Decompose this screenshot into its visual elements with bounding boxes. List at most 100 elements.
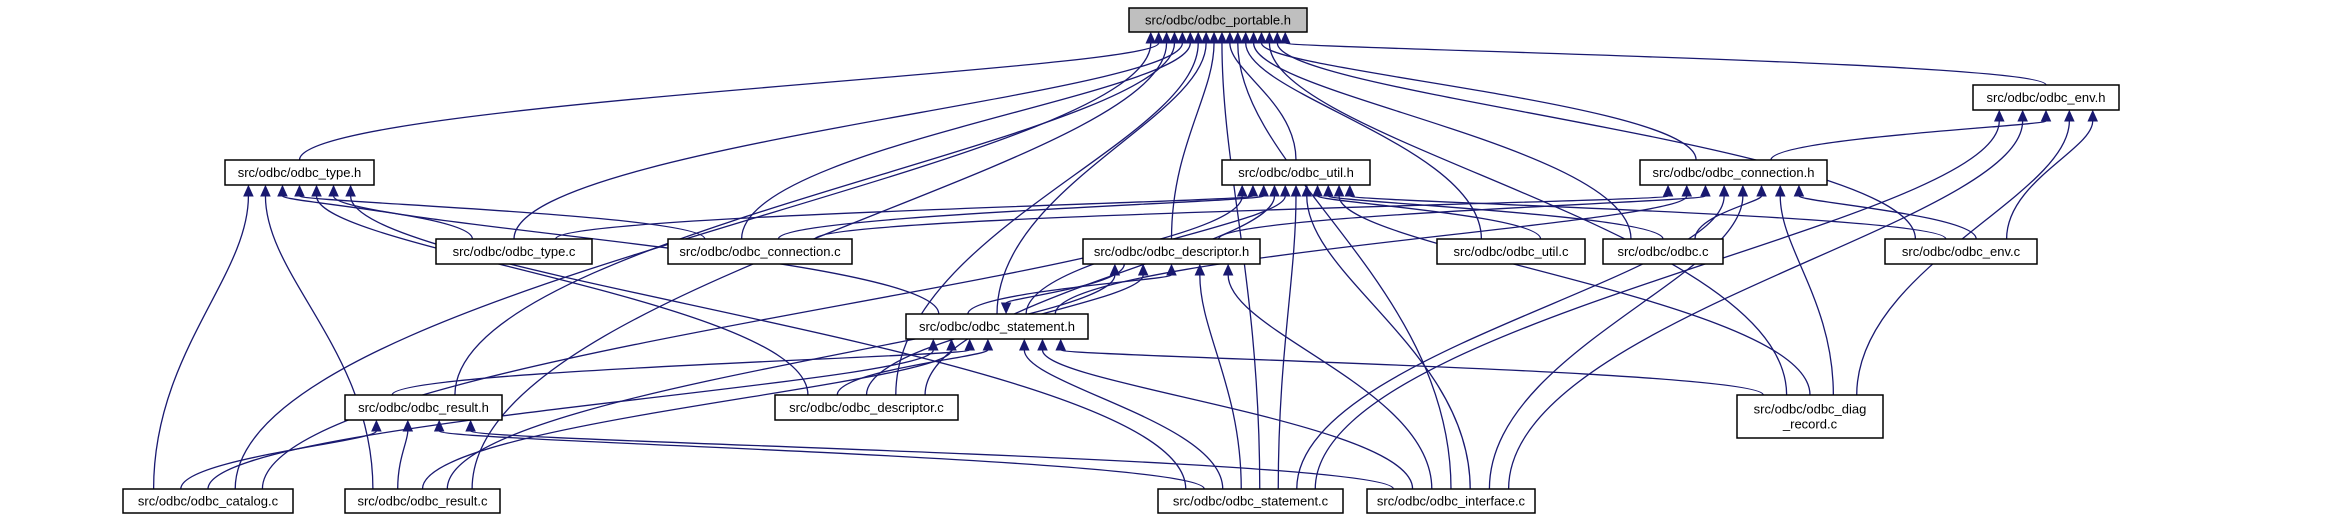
arrowhead-icon xyxy=(433,419,445,432)
arrowhead-icon xyxy=(1290,184,1302,197)
edge-line xyxy=(836,349,989,396)
dependency-edge-statement_c-to-env_h xyxy=(1314,109,2005,490)
dependency-edge-connection_c-to-portable_h xyxy=(740,31,1196,240)
file-node-type-c[interactable]: src/odbc/odbc_type.c xyxy=(435,238,593,265)
file-node-util-c[interactable]: src/odbc/odbc_util.c xyxy=(1436,238,1586,265)
file-node-diag-record-c[interactable]: src/odbc/odbc_diag_record.c xyxy=(1736,394,1884,439)
file-node-odbc-c[interactable]: src/odbc/odbc.c xyxy=(1602,238,1724,265)
dependency-edge-descriptor_h-to-connection_h xyxy=(1218,184,1711,240)
arrowhead-icon xyxy=(946,338,957,351)
arrowhead-icon xyxy=(1312,184,1323,197)
node-box xyxy=(1436,238,1586,265)
node-label: src/odbc/odbc_type.c xyxy=(453,244,576,259)
file-node-connection-c[interactable]: src/odbc/odbc_connection.c xyxy=(667,238,853,265)
dependency-edge-descriptor_h-to-statement_h xyxy=(1000,263,1125,315)
file-node-statement-c[interactable]: src/odbc/odbc_statement.c xyxy=(1157,488,1344,514)
dependency-edge-env_c-to-env_h xyxy=(2005,109,2098,240)
dependency-edge-statement_h-to-type_h xyxy=(328,184,940,315)
dependency-edge-interface_c-to-env_h xyxy=(1507,109,2028,490)
file-node-result-c[interactable]: src/odbc/odbc_result.c xyxy=(344,488,501,514)
dependency-edge-connection_h-to-env_h xyxy=(1770,109,2052,161)
edge-line xyxy=(298,195,706,240)
file-node-statement-h[interactable]: src/odbc/odbc_statement.h xyxy=(905,313,1089,340)
arrowhead-icon xyxy=(1166,263,1177,276)
file-node-util-h[interactable]: src/odbc/odbc_util.h xyxy=(1221,159,1371,186)
edge-line xyxy=(1770,120,2047,161)
node-box xyxy=(435,238,593,265)
file-node-env-c[interactable]: src/odbc/odbc_env.c xyxy=(1884,238,2038,265)
edge-line xyxy=(1276,42,1917,240)
dependency-edge-result_c-to-statement_h xyxy=(421,338,957,490)
file-node-interface-c[interactable]: src/odbc/odbc_interface.c xyxy=(1366,488,1536,514)
dependency-edge-type_c-to-portable_h xyxy=(513,31,1188,240)
edge-line xyxy=(397,430,409,490)
node-label: src/odbc/odbc_env.h xyxy=(1987,90,2106,105)
dependency-edge-connection_c-to-util_h xyxy=(777,184,1269,240)
edge-line xyxy=(234,42,1152,490)
file-node-connection-h[interactable]: src/odbc/odbc_connection.h xyxy=(1639,159,1828,186)
edge-line xyxy=(446,274,1116,490)
dependency-edge-statement_c-to-type_h xyxy=(345,184,1187,490)
dependency-edge-statement_c-to-util_h xyxy=(1277,184,1302,490)
arrowhead-icon xyxy=(2087,109,2098,122)
file-node-env-h[interactable]: src/odbc/odbc_env.h xyxy=(1972,84,2120,111)
node-box xyxy=(1157,488,1344,514)
file-node-type-h[interactable]: src/odbc/odbc_type.h xyxy=(224,159,375,186)
dependency-edge-interface_c-to-result_h xyxy=(465,419,1395,490)
arrowhead-icon xyxy=(1737,184,1749,197)
edge-line xyxy=(895,42,1199,396)
node-label: src/odbc/odbc_statement.h xyxy=(919,319,1075,334)
arrowhead-icon xyxy=(1177,31,1188,44)
dependency-edge-diag_record_c-to-statement_h xyxy=(1055,338,1764,396)
edge-line xyxy=(554,195,1254,240)
edge-line xyxy=(421,349,953,490)
dependency-edge-statement_h-to-portable_h xyxy=(996,31,1212,315)
file-node-portable-h[interactable]: src/odbc/odbc_portable.h xyxy=(1128,7,1308,33)
edge-line xyxy=(1338,195,1811,396)
edge-line xyxy=(1023,349,1224,490)
file-node-descriptor-c[interactable]: src/odbc/odbc_descriptor.c xyxy=(774,394,959,421)
dependency-edge-type_h-to-portable_h xyxy=(298,31,1164,161)
arrowhead-icon xyxy=(1185,31,1196,44)
edge-line xyxy=(332,195,940,315)
arrowhead-icon xyxy=(1774,184,1786,197)
node-label: src/odbc/odbc_env.c xyxy=(1902,244,2021,259)
edge-line xyxy=(924,195,1276,396)
arrowhead-icon xyxy=(1208,31,1220,44)
node-label: src/odbc/odbc_interface.c xyxy=(1377,494,1526,509)
arrowhead-icon xyxy=(402,419,414,432)
dependency-edge-interface_c-to-connection_h xyxy=(1488,184,1749,490)
arrowhead-icon xyxy=(1269,184,1280,197)
arrowhead-icon xyxy=(1145,31,1157,44)
edge-line xyxy=(1260,42,1697,161)
edge-line xyxy=(261,195,1243,490)
dependency-edge-catalog_c-to-portable_h xyxy=(234,31,1157,490)
node-box xyxy=(1082,238,1261,265)
dependency-edge-result_c-to-type_h xyxy=(260,184,374,490)
node-box xyxy=(905,313,1089,340)
edge-line xyxy=(1199,274,1242,490)
file-node-descriptor-h[interactable]: src/odbc/odbc_descriptor.h xyxy=(1082,238,1261,265)
file-node-catalog-c[interactable]: src/odbc/odbc_catalog.c xyxy=(122,488,294,514)
arrowhead-icon xyxy=(1240,31,1251,44)
arrowhead-icon xyxy=(1194,263,1206,276)
arrowhead-icon xyxy=(1153,31,1164,44)
arrowhead-icon xyxy=(1279,184,1291,197)
node-box xyxy=(1221,159,1371,186)
dependency-edge-connection_c-to-connection_h xyxy=(814,184,1674,240)
edge-line xyxy=(1327,195,1664,240)
edge-line xyxy=(1349,195,1947,240)
file-node-result-h[interactable]: src/odbc/odbc_result.h xyxy=(344,394,503,421)
arrowhead-icon xyxy=(1000,302,1012,315)
arrowhead-icon xyxy=(1279,31,1291,44)
dependency-edge-result_h-to-portable_h xyxy=(454,31,1180,396)
node-label: src/odbc/odbc_util.h xyxy=(1238,165,1354,180)
dependency-edge-descriptor_c-to-statement_h xyxy=(836,338,994,396)
edge-line xyxy=(349,195,1187,490)
dependency-edge-statement_c-to-statement_h xyxy=(1019,338,1224,490)
arrowhead-icon xyxy=(1169,31,1180,44)
dependency-edge-env_c-to-util_h xyxy=(1344,184,1947,240)
dependency-edge-catalog_c-to-type_h xyxy=(152,184,254,490)
edge-line xyxy=(471,42,1168,490)
